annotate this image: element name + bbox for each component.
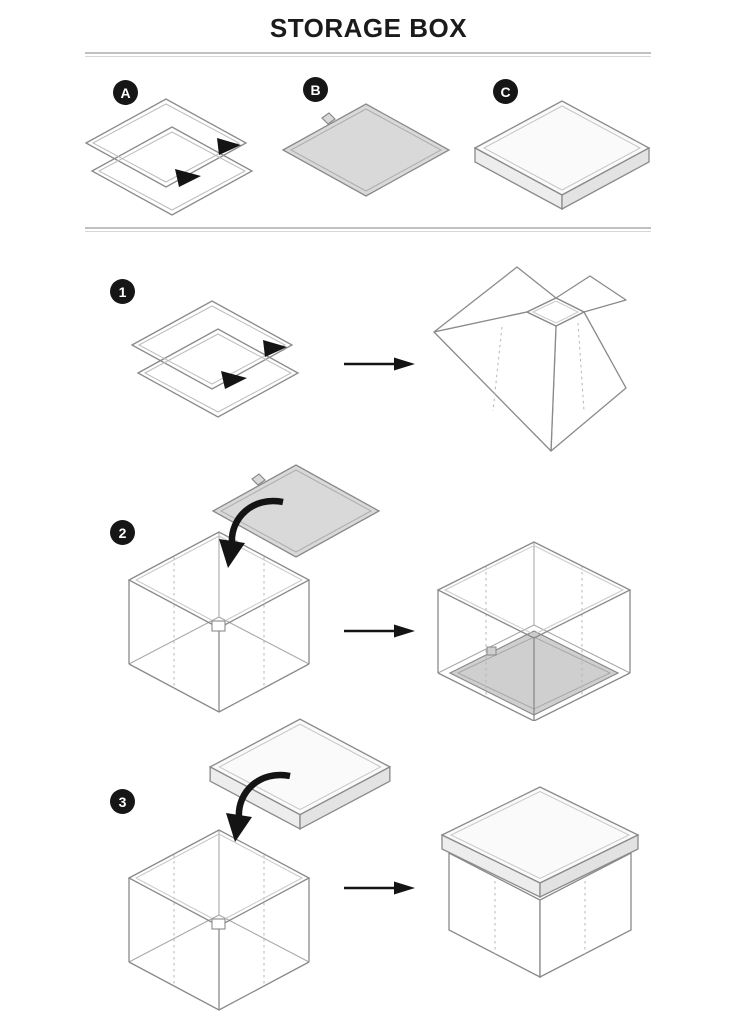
- step-2-box-with-base-illustration: [436, 541, 632, 721]
- part-b-base-panel-illustration: [281, 103, 451, 197]
- curved-insert-arrow-icon: [226, 771, 291, 842]
- step-2-open-box-illustration: [127, 531, 311, 713]
- step-2-base-panel-illustration: [211, 464, 381, 558]
- arrow-right-icon: [344, 357, 415, 371]
- step-3-open-box-illustration: [127, 829, 311, 1011]
- divider-middle: [85, 227, 651, 232]
- divider-top: [85, 52, 651, 57]
- page-title: STORAGE BOX: [269, 13, 468, 43]
- step-1-badge: 1: [110, 279, 135, 304]
- curved-insert-arrow-icon: [219, 497, 284, 568]
- step-3-lid-illustration: [208, 718, 392, 831]
- step-2-badge: 2: [110, 520, 135, 545]
- arrow-right-icon: [344, 624, 415, 638]
- step-3-closed-box-illustration: [440, 786, 640, 979]
- step-3-badge: 3: [110, 789, 135, 814]
- part-a-badge: A: [113, 80, 138, 105]
- part-c-badge: C: [493, 79, 518, 104]
- step-1-flat-panels-illustration: [130, 300, 300, 418]
- part-c-lid-illustration: [473, 100, 651, 211]
- part-b-badge: B: [303, 77, 328, 102]
- part-a-flat-panels-illustration: [84, 98, 254, 216]
- step-1-unfolded-box-illustration: [433, 266, 627, 452]
- arrow-right-icon: [344, 881, 415, 895]
